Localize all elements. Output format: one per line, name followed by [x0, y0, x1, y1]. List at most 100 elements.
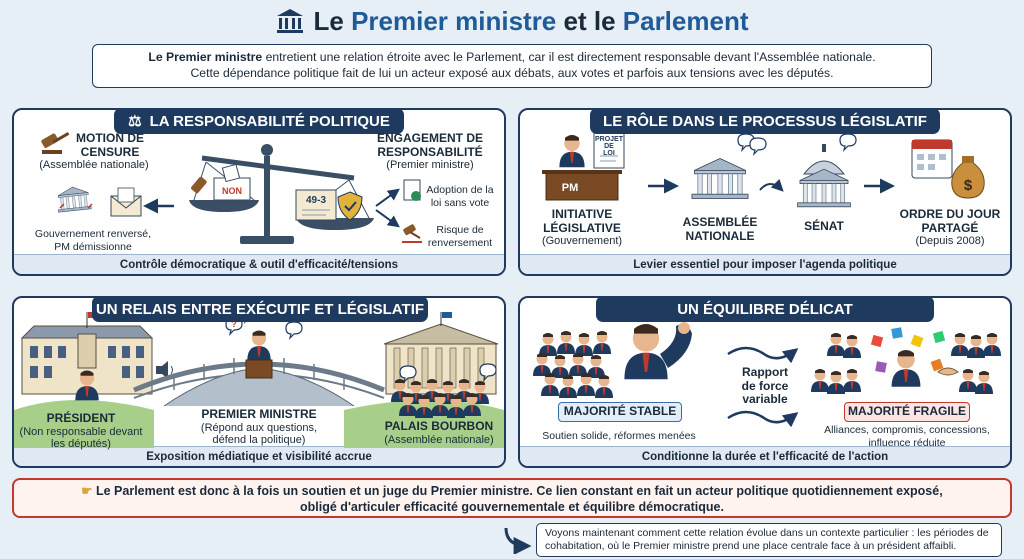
panel-footer: Levier essentiel pour imposer l'agenda p… — [520, 254, 1010, 274]
odj-line2: PARTAGÉ — [921, 220, 979, 235]
responsabilite-illustration: NON 49-3 — [41, 132, 422, 244]
rapport-line1: Rapport — [742, 365, 788, 379]
pb-sub: (Assemblée nationale) — [384, 433, 494, 446]
odj-line1: ORDRE DU JOUR — [899, 207, 1001, 221]
tag-majorite-fragile: MAJORITÉ FRAGILE — [844, 402, 970, 422]
pm-label: PREMIER MINISTRE — [201, 407, 317, 421]
senat-building-icon — [797, 144, 851, 208]
senat-label: SÉNAT — [804, 219, 844, 233]
shield-icon — [337, 191, 363, 221]
fragile-sub1: Alliances, compromis, concessions, — [824, 424, 990, 436]
pointing-hand-icon: ☛ — [81, 484, 93, 498]
pb-label: PALAIS BOURBON — [384, 419, 494, 433]
panel-title: UN RELAIS ENTRE EXÉCUTIF ET LÉGISLATIF — [92, 298, 428, 322]
title-part: et le — [556, 5, 623, 36]
document-icon — [593, 131, 625, 169]
money-bag-icon: $ — [951, 156, 985, 199]
puzzle-pieces-icon — [870, 327, 946, 373]
motion-sub: (Assemblée nationale) — [39, 159, 149, 171]
an-line2: NATIONALE — [685, 228, 755, 243]
calendar-icon — [911, 139, 953, 179]
label-senat: SÉNAT — [784, 220, 864, 234]
doc-49-3: 49-3 — [306, 195, 326, 206]
motion-line2: CENSURE — [80, 144, 140, 159]
panel-footer: Conditionne la durée et l'efficacité de … — [520, 446, 1010, 466]
label-palais-bourbon: PALAIS BOURBON(Assemblée nationale) — [376, 420, 502, 446]
gouv-line2: PM démissionne — [54, 240, 132, 253]
an-line1: ASSEMBLÉE — [682, 215, 758, 229]
page-title: Le Premier ministre et le Parlement — [0, 4, 1024, 38]
intro-box: Le Premier ministre entretient une relat… — [92, 44, 932, 88]
arrow-up — [375, 188, 400, 207]
pm-person-icon — [559, 135, 585, 168]
pm-sub1: (Répond aux questions, — [200, 421, 318, 434]
panel-title-text: LE RÔLE DANS LE PROCESSUS LÉGISLATIF — [603, 112, 927, 130]
speech-bubble-icon — [285, 321, 303, 339]
intro-line1: entretient une relation étroite avec le … — [262, 50, 876, 64]
panel-title: LE RÔLE DANS LE PROCESSUS LÉGISLATIF — [590, 110, 940, 134]
proj-line2: DE — [604, 143, 614, 150]
gavel-red-icon — [402, 224, 422, 243]
panel-footer: Exposition médiatique et visibilité accr… — [14, 446, 504, 466]
eng-line1: ENGAGEMENT DE — [376, 131, 483, 145]
document-49-3-icon — [295, 189, 337, 221]
conclusion-box: ☛ Le Parlement est donc à la fois un sou… — [12, 478, 1012, 518]
proj-line3: LOI — [603, 150, 615, 157]
collapsing-building-icon — [55, 185, 93, 213]
pres-sub1: (Non responsable devant — [19, 425, 143, 438]
conclusion-line2: obligé d'articuler efficacité gouverneme… — [300, 500, 724, 514]
role-illustration: PM PROJET DE LOI $ — [542, 131, 985, 208]
lectern — [245, 359, 273, 379]
assemblee-building-icon — [691, 158, 749, 199]
equilibre-illustration — [533, 322, 1001, 428]
eng-sub: (Premier ministre) — [386, 159, 474, 171]
tag-majorite-stable: MAJORITÉ STABLE — [558, 402, 682, 422]
rapport-line3: variable — [742, 392, 788, 406]
title-highlight-parlement: Parlement — [622, 5, 749, 36]
title-highlight-pm: Premier ministre — [351, 5, 557, 36]
conclusion-line1: Le Parlement est donc à la fois un souti… — [96, 484, 943, 498]
relais-illustration: ? ? — [14, 305, 504, 448]
gavel-icon — [41, 132, 70, 154]
pres-sub2: les députés) — [51, 438, 111, 450]
speech-bubble-icon — [737, 133, 767, 155]
bank-icon — [277, 9, 304, 33]
next-topic-box: Voyons maintenant comment cette relation… — [536, 523, 1002, 557]
intro-line2: Cette dépendance politique fait de lui u… — [190, 66, 834, 80]
arrow-curved — [759, 178, 784, 192]
panel-title-text: UN RELAIS ENTRE EXÉCUTIF ET LÉGISLATIF — [95, 300, 425, 318]
pm-desk — [545, 171, 619, 201]
speech-bubble-icon — [839, 133, 857, 151]
gavel-small-icon — [191, 176, 207, 194]
panel-responsabilite: Contrôle démocratique & outil d'efficaci… — [12, 108, 506, 276]
scales-icon — [189, 144, 374, 244]
pm-desk-label: PM — [562, 182, 579, 194]
panel-role-legislatif: Levier essentiel pour imposer l'agenda p… — [518, 108, 1012, 276]
intro-bold: Le Premier ministre — [148, 50, 263, 64]
fragile-sub2: influence réduite — [868, 436, 946, 449]
panel-title: UN ÉQUILIBRE DÉLICAT — [596, 298, 934, 322]
adopt-line1: Adoption de la — [426, 184, 494, 196]
title-part: Le — [313, 5, 352, 36]
elysee-palace-icon — [20, 312, 154, 395]
ballot-box-icon — [213, 163, 251, 201]
panel-relais: Exposition médiatique et visibilité accr… — [12, 296, 506, 468]
pm-person-icon — [247, 330, 271, 361]
proj-line1: PROJET — [595, 136, 624, 143]
panel-equilibre: Conditionne la durée et l'efficacité de … — [518, 296, 1012, 468]
gouv-line1: Gouvernement renversé, — [34, 228, 152, 240]
weak-pm-icon — [891, 350, 921, 387]
stable-group-icon — [533, 331, 613, 398]
init-line1: INITIATIVE — [551, 207, 613, 221]
motion-line1: MOTION DE — [76, 131, 144, 145]
strong-pm-icon — [624, 324, 668, 380]
wave-arrow — [727, 410, 799, 428]
svg-text:?: ? — [231, 319, 237, 329]
